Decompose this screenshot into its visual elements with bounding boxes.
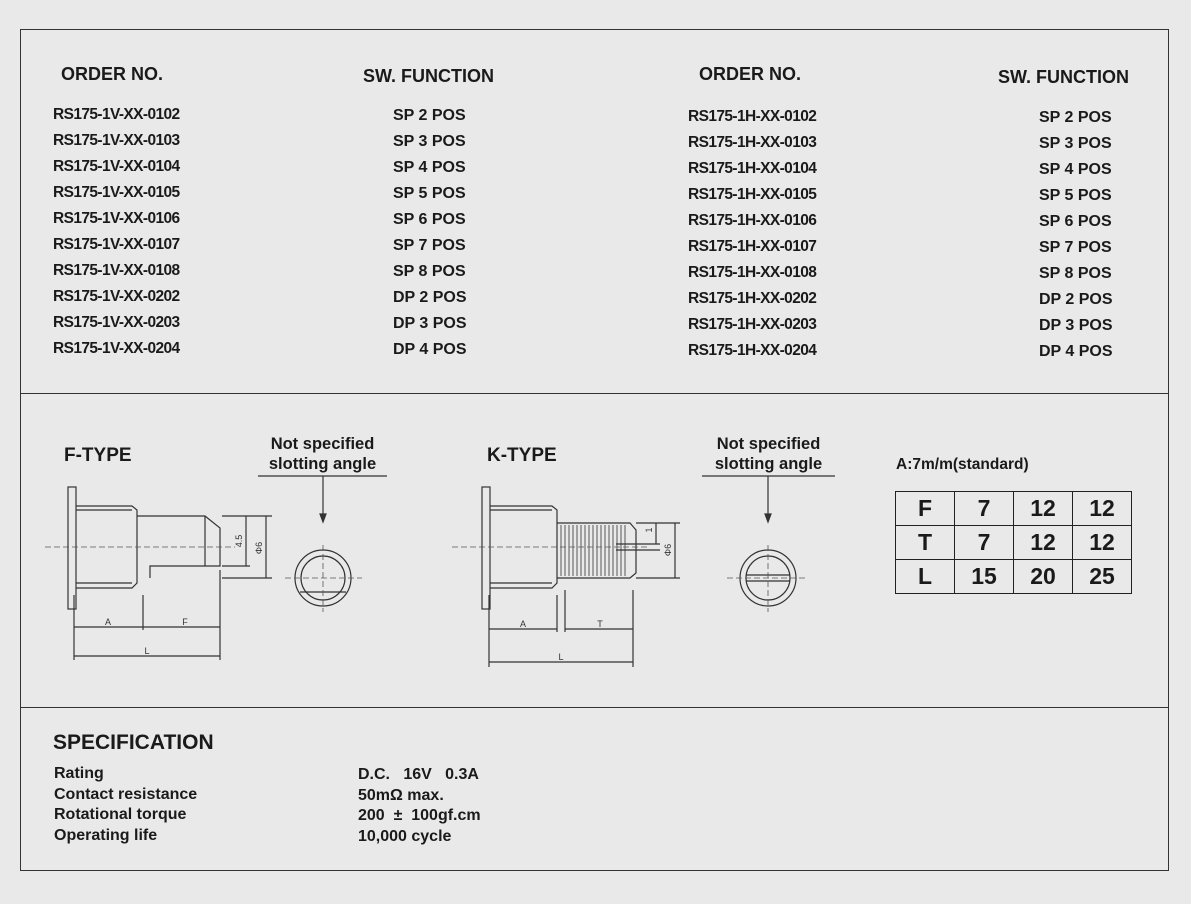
order-no-header-left: ORDER NO. [61, 64, 164, 84]
k-dim-a-label: A [520, 619, 526, 629]
switch-function: SP 3 POS [393, 133, 466, 150]
k-dim-small-label: 1 [644, 527, 654, 532]
switch-function: SP 3 POS [1039, 135, 1112, 152]
order-number: RS175-1H-XX-0105 [688, 186, 817, 203]
switch-function: SP 6 POS [393, 211, 466, 228]
switch-function: DP 4 POS [393, 341, 467, 358]
k-dim-t-label: T [597, 619, 603, 629]
spec-value: 50mΩ max. [358, 786, 444, 804]
order-number: RS175-1V-XX-0106 [53, 210, 180, 227]
order-number: RS175-1H-XX-0106 [688, 212, 817, 229]
dimension-label: T [895, 525, 955, 560]
spec-value: 200 ± 100gf.cm [358, 807, 481, 824]
switch-function: SP 5 POS [1039, 187, 1112, 204]
dimension-value: 20 [1013, 559, 1073, 594]
k-type-title: K-TYPE [487, 445, 557, 466]
dimension-value: 12 [1072, 491, 1132, 526]
dimension-value: 12 [1013, 525, 1073, 560]
dimension-value: 7 [954, 491, 1014, 526]
dimension-value: 12 [1072, 525, 1132, 560]
order-number: RS175-1V-XX-0107 [53, 236, 180, 253]
spec-label: Contact resistance [54, 785, 198, 803]
spec-label: Rotational torque [54, 806, 187, 823]
k-type-note-line2: slotting angle [714, 455, 823, 473]
f-dim-small-label: 4.5 [234, 535, 244, 548]
specification-title: SPECIFICATION [53, 731, 214, 754]
switch-function: DP 3 POS [393, 315, 467, 332]
switch-function: SP 7 POS [1039, 239, 1112, 256]
dimension-label: L [895, 559, 955, 594]
switch-function: SP 5 POS [393, 185, 466, 202]
dimension-label: F [895, 491, 955, 526]
order-no-header-right: ORDER NO. [699, 64, 802, 84]
switch-function: SP 7 POS [393, 237, 466, 254]
f-dim-f-label: F [182, 617, 188, 627]
switch-function: SP 4 POS [393, 159, 466, 176]
order-number: RS175-1H-XX-0204 [688, 342, 817, 359]
spec-label: Operating life [54, 826, 158, 844]
order-number: RS175-1H-XX-0202 [688, 290, 817, 307]
order-number: RS175-1V-XX-0203 [53, 314, 180, 331]
dimension-value: 25 [1072, 559, 1132, 594]
spec-value: 10,000 cycle [358, 827, 452, 845]
dimension-value: 12 [1013, 491, 1073, 526]
switch-function: SP 2 POS [1039, 109, 1112, 126]
switch-function: SP 4 POS [1039, 161, 1112, 178]
order-number: RS175-1V-XX-0103 [53, 132, 180, 149]
order-number: RS175-1V-XX-0108 [53, 262, 180, 279]
switch-function: DP 4 POS [1039, 343, 1113, 360]
order-number: RS175-1H-XX-0104 [688, 160, 817, 177]
standard-note: A:7m/m(standard) [896, 456, 1029, 473]
k-dim-l-label: L [558, 652, 563, 662]
section-divider [20, 393, 1169, 394]
sw-function-header-left: SW. FUNCTION [363, 66, 494, 86]
dimension-value: 7 [954, 525, 1014, 560]
order-number: RS175-1H-XX-0107 [688, 238, 817, 255]
switch-function: DP 2 POS [1039, 291, 1113, 308]
f-type-note-line2: slotting angle [268, 455, 377, 473]
f-dim-a-label: A [105, 617, 111, 627]
f-type-note-line1: Not specified [270, 435, 375, 453]
sw-function-header-right: SW. FUNCTION [998, 67, 1129, 87]
order-number: RS175-1V-XX-0104 [53, 158, 180, 175]
section-divider [20, 707, 1169, 708]
f-dim-dia-label: Φ6 [254, 542, 264, 554]
f-type-note: Not specified slotting angle [258, 434, 387, 474]
order-number: RS175-1H-XX-0108 [688, 264, 817, 281]
dimension-value: 15 [954, 559, 1014, 594]
k-type-note-line1: Not specified [716, 435, 821, 453]
switch-function: DP 3 POS [1039, 317, 1113, 334]
document-frame [20, 29, 1169, 871]
order-number: RS175-1H-XX-0103 [688, 134, 817, 151]
switch-function: SP 8 POS [393, 263, 466, 280]
k-type-note: Not specified slotting angle [702, 434, 835, 474]
switch-function: SP 8 POS [1039, 265, 1112, 282]
switch-function: SP 2 POS [393, 107, 466, 124]
order-number: RS175-1V-XX-0204 [53, 340, 180, 357]
spec-label: Rating [54, 765, 104, 782]
order-number: RS175-1V-XX-0105 [53, 184, 180, 201]
order-number: RS175-1H-XX-0102 [688, 108, 817, 125]
spec-value: D.C. 16V 0.3A [358, 766, 479, 783]
k-dim-dia-label: Φ6 [663, 544, 673, 556]
f-type-title: F-TYPE [64, 445, 132, 466]
f-dim-l-label: L [144, 646, 149, 656]
switch-function: SP 6 POS [1039, 213, 1112, 230]
order-number: RS175-1V-XX-0102 [53, 106, 180, 123]
switch-function: DP 2 POS [393, 289, 467, 306]
order-number: RS175-1H-XX-0203 [688, 316, 817, 333]
order-number: RS175-1V-XX-0202 [53, 288, 180, 305]
